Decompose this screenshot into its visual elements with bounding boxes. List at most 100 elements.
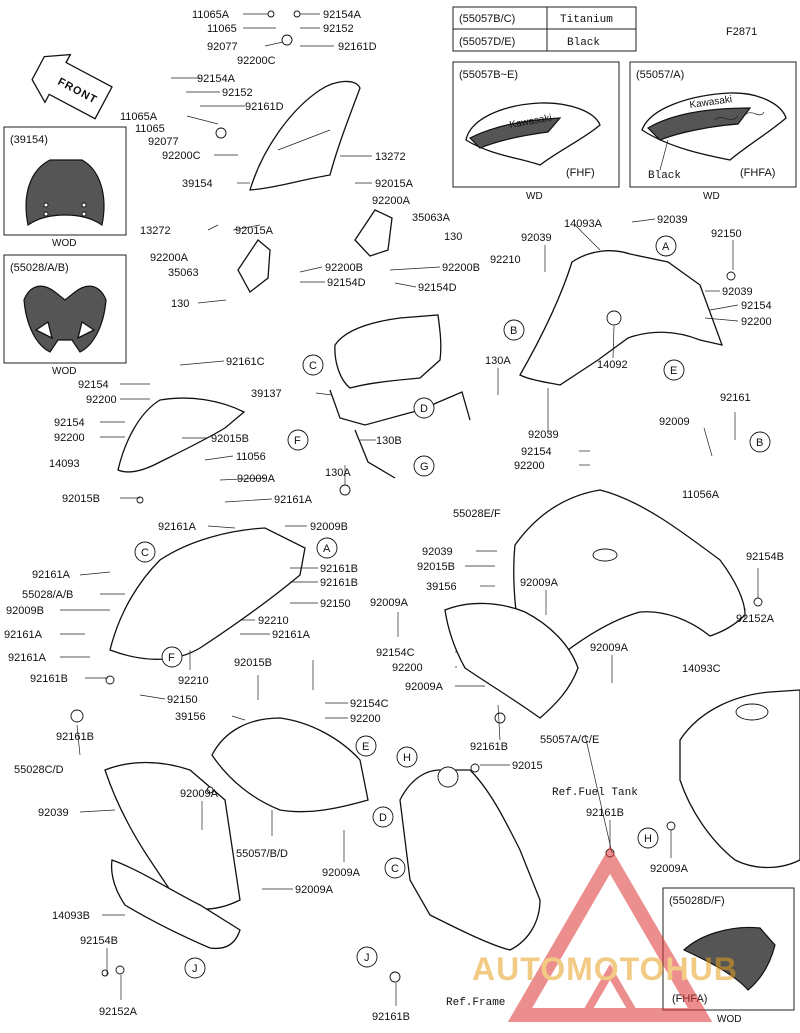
svg-text:D: D	[420, 403, 428, 415]
part-number-label: 92009A	[180, 788, 219, 800]
part-number-label: 92154C	[350, 698, 389, 710]
stay-frame-part	[334, 314, 442, 389]
part-number-label: 92154B	[746, 551, 784, 563]
part-number-label: 13272	[140, 225, 171, 237]
part-number-label: 130A	[485, 355, 511, 367]
variant-code: (55057B/C)	[459, 13, 515, 25]
callout-b: B	[503, 319, 525, 341]
callout-j: J	[356, 946, 378, 968]
svg-text:J: J	[192, 963, 198, 975]
callout-j: J	[184, 957, 206, 979]
part-number-label: 14093	[49, 458, 80, 470]
watermark-text: AUTOMOTOHUB	[472, 951, 738, 987]
svg-text:E: E	[362, 741, 369, 753]
part-number-label: 14092	[597, 359, 628, 371]
part-number-label: 92161A	[272, 629, 311, 641]
front-arrow: FRONT	[31, 53, 113, 120]
svg-text:B: B	[756, 437, 763, 449]
part-number-label: 92161C	[226, 356, 265, 368]
part-number-label: 92039	[657, 214, 688, 226]
part-number-label: 130	[171, 298, 189, 310]
svg-text:J: J	[364, 952, 370, 964]
part-number-label: 130B	[376, 435, 402, 447]
part-number-label: 11065	[207, 23, 237, 35]
part-number-label: 92161B	[372, 1011, 410, 1023]
callout-g: G	[413, 455, 435, 477]
part-number-label: 92039	[422, 546, 453, 558]
part-number-label: 55057A/C/E	[540, 734, 599, 746]
part-number-label: 92009B	[6, 605, 44, 617]
part-number-label: 92150	[320, 598, 351, 610]
lower-inner-part	[110, 859, 241, 950]
part-number-label: 92015	[512, 760, 543, 772]
fuel-tank-ref-part	[679, 689, 800, 869]
part-number-label: 35063	[168, 267, 199, 279]
part-number-label: 55028C/D	[14, 764, 64, 776]
part-number-label: 14093B	[52, 910, 90, 922]
part-number-label: 92152A	[736, 613, 775, 625]
part-number-label: 92200C	[237, 55, 276, 67]
part-number-label: 92161B	[320, 563, 358, 575]
lower-cowl-part	[104, 761, 241, 910]
part-number-label: 92154D	[418, 282, 457, 294]
part-number-label: 55028E/F	[453, 508, 501, 520]
side-cover-part	[211, 717, 369, 813]
part-number-label: 92200B	[325, 262, 363, 274]
part-number-label: 92210	[258, 615, 289, 627]
svg-text:C: C	[141, 547, 149, 559]
part-number-label: 92200A	[372, 195, 411, 207]
part-number-label: 92210	[178, 675, 209, 687]
part-number-label: 130	[444, 231, 462, 243]
part-number-label: 35063A	[412, 212, 451, 224]
inset-tag: (FHF)	[566, 167, 595, 179]
svg-text:E: E	[670, 365, 677, 377]
part-number-label: 92154	[741, 300, 772, 312]
watermark: AUTOMOTOHUB	[472, 846, 738, 1022]
inset-note: WOD	[52, 238, 76, 249]
part-number-label: 92009B	[310, 521, 348, 533]
variant-code: (55057D/E)	[459, 36, 515, 48]
side-cover-part	[444, 602, 579, 719]
bracket-part	[237, 239, 271, 293]
figure-code: F2871	[726, 26, 757, 38]
part-number-label: 39154	[182, 178, 213, 190]
callout-e: E	[355, 735, 377, 757]
part-number-label: 92200A	[150, 252, 189, 264]
callout-d: D	[413, 397, 435, 419]
part-number-label: 11065A	[120, 111, 158, 123]
inset-tank-b-e: (55057B~E) Kawasaki (FHF)	[452, 61, 620, 188]
part-number-label: 92161A	[274, 494, 313, 506]
part-number-label: 92015A	[235, 225, 274, 237]
inset-code: (55028/A/B)	[10, 262, 69, 274]
part-number-label: 92009A	[370, 597, 409, 609]
callout-c: C	[302, 354, 324, 376]
part-number-label: 92039	[722, 286, 753, 298]
variant-finish: Black	[567, 37, 600, 49]
part-number-label: 92154C	[376, 647, 415, 659]
part-number-label: 92154B	[80, 935, 118, 947]
part-number-label: 92152A	[99, 1006, 138, 1018]
variant-finish: Titanium	[560, 14, 613, 26]
part-number-label: 92152	[323, 23, 354, 35]
part-number-label: 92161B	[470, 741, 508, 753]
part-number-label: 11065	[135, 123, 165, 135]
leader-lines	[60, 13, 759, 1006]
part-number-label: 92200	[514, 460, 545, 472]
part-number-label: 92015B	[417, 561, 455, 573]
inset-tank-a: (55057/A) Kawasaki Black (FHFA)	[629, 61, 797, 188]
part-number-label: 92009A	[295, 884, 334, 896]
inset-code: (55057B~E)	[459, 69, 518, 81]
svg-text:A: A	[323, 543, 331, 555]
part-number-label: 14093A	[564, 218, 603, 230]
part-number-label: 92150	[167, 694, 198, 706]
part-number-label: 92039	[38, 807, 69, 819]
part-number-label: 92154A	[197, 73, 236, 85]
svg-text:D: D	[379, 812, 387, 824]
callout-f: F	[287, 429, 309, 451]
part-number-label: 39156	[426, 581, 457, 593]
callout-b: B	[749, 431, 771, 453]
callout-c: C	[384, 857, 406, 879]
part-number-label: 92009A	[322, 867, 361, 879]
part-number-label: 92039	[521, 232, 552, 244]
